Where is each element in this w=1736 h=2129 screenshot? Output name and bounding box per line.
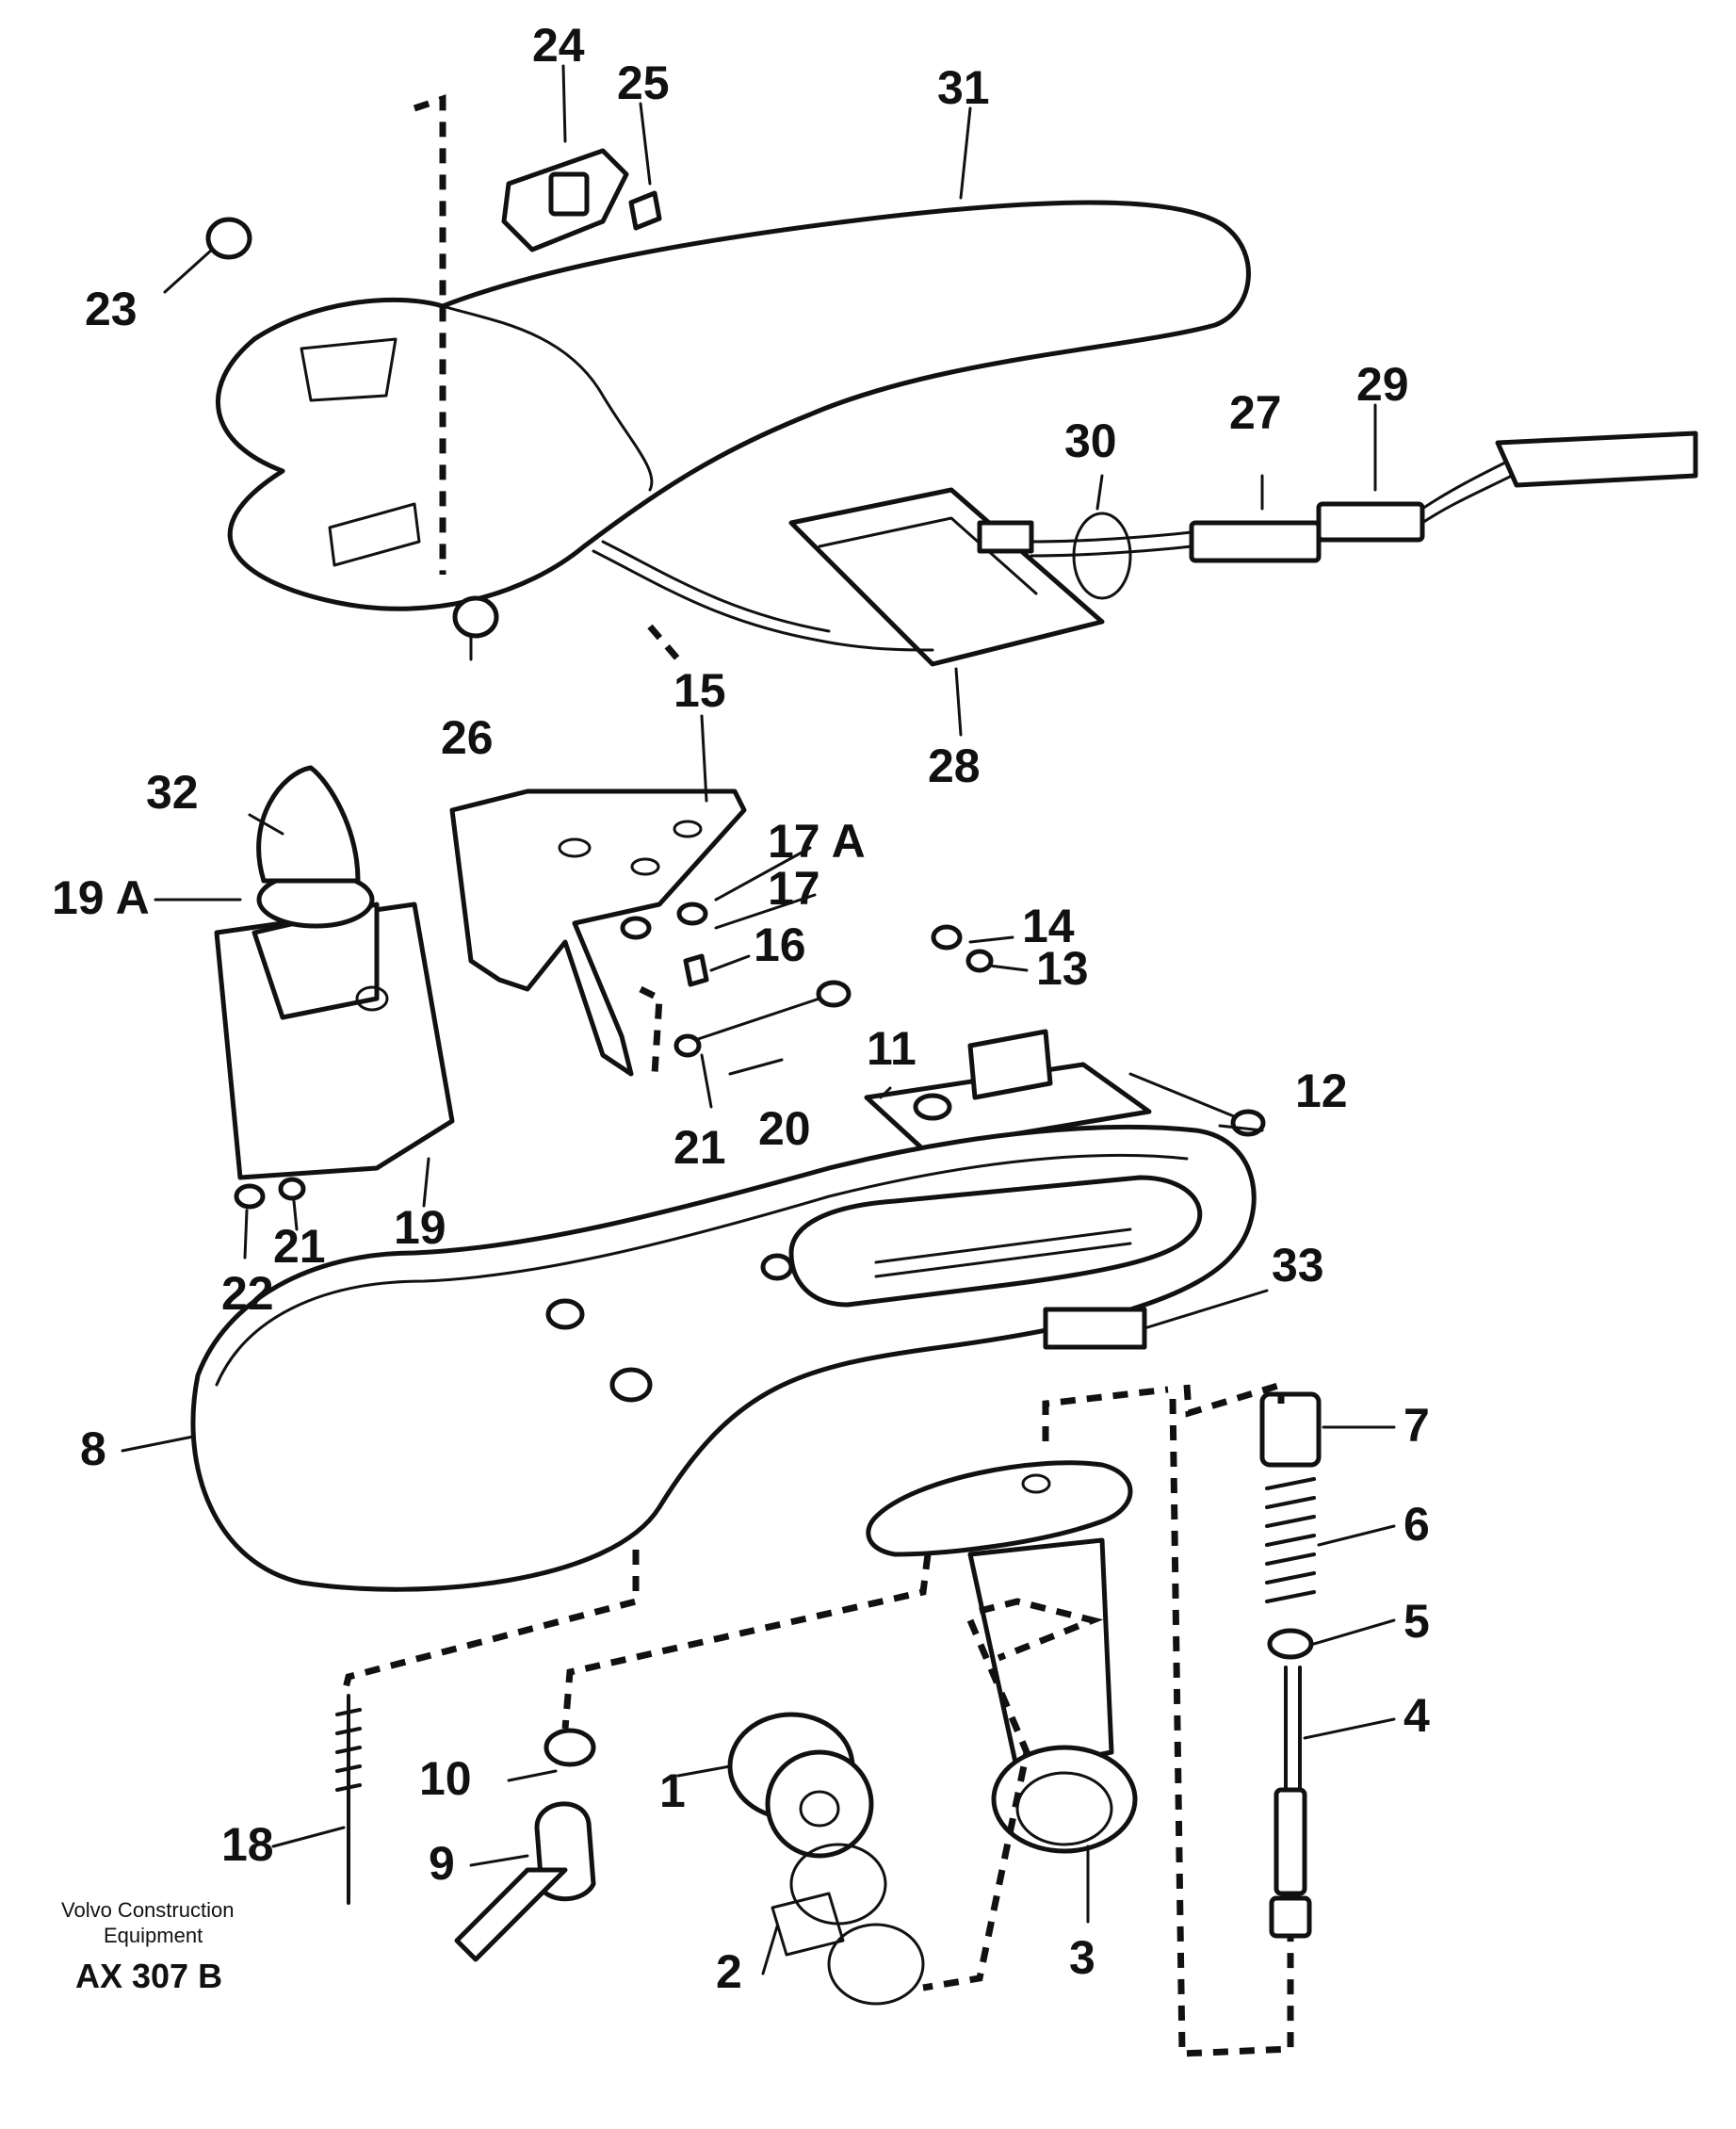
callout-3: 3 <box>1069 1931 1095 1984</box>
lever-part <box>335 1694 596 1962</box>
company-line-2: Equipment <box>104 1924 203 1947</box>
callout-17a: 17 A <box>768 815 866 868</box>
callout-2: 2 <box>716 1945 742 1998</box>
spring-assembly-part <box>1259 1391 1322 1939</box>
callout-26: 26 <box>441 711 494 764</box>
callout-4: 4 <box>1403 1689 1430 1742</box>
callout-19: 19 <box>394 1201 446 1254</box>
callout-28: 28 <box>928 739 981 792</box>
callout-labels: 1 2 3 4 5 6 7 8 9 10 11 12 13 14 15 16 1… <box>52 19 1430 1998</box>
callout-32: 32 <box>146 766 199 819</box>
footer-block: Volvo Construction Equipment AX 307 B <box>61 1898 234 1995</box>
callout-20: 20 <box>758 1102 811 1155</box>
callout-17: 17 <box>768 862 820 915</box>
callout-21a: 21 <box>673 1121 726 1174</box>
callout-6: 6 <box>1403 1498 1430 1551</box>
armrest-cover-part <box>216 200 1251 611</box>
mounting-bracket-part <box>866 1460 1138 1854</box>
callout-5: 5 <box>1403 1595 1430 1648</box>
callout-27: 27 <box>1229 386 1282 439</box>
base-tray-part <box>190 1124 1257 1592</box>
leader-lines <box>121 64 1396 1975</box>
callout-19a: 19 A <box>52 871 150 924</box>
callout-12: 12 <box>1295 1064 1348 1117</box>
callout-22: 22 <box>221 1267 274 1320</box>
callout-21b: 21 <box>273 1220 326 1273</box>
callout-25: 25 <box>617 57 670 109</box>
callout-11: 11 <box>867 1022 917 1075</box>
drawing-code: AX 307 B <box>75 1957 222 1995</box>
bushing-part <box>727 1712 925 2006</box>
callout-8: 8 <box>80 1422 106 1475</box>
fastener-parts <box>234 902 1266 1210</box>
bracket-part <box>449 788 747 1077</box>
circuit-board-part <box>592 431 1698 667</box>
callout-33: 33 <box>1272 1239 1324 1292</box>
plate-part <box>864 1029 1152 1152</box>
callout-31: 31 <box>937 61 990 114</box>
company-line-1: Volvo Construction <box>61 1898 234 1922</box>
callout-30: 30 <box>1064 414 1117 467</box>
callout-29: 29 <box>1356 358 1409 411</box>
rocker-switch-part <box>501 148 662 252</box>
callout-16: 16 <box>754 918 806 971</box>
callout-24: 24 <box>532 19 585 72</box>
callout-18: 18 <box>221 1818 274 1871</box>
knob-parts <box>205 217 499 639</box>
callout-23: 23 <box>85 283 138 335</box>
callout-10: 10 <box>419 1752 472 1805</box>
callout-15: 15 <box>673 664 726 717</box>
control-lever-part <box>214 765 455 1180</box>
callout-9: 9 <box>429 1837 455 1890</box>
callout-7: 7 <box>1403 1399 1430 1452</box>
callout-13: 13 <box>1036 942 1089 995</box>
callout-1: 1 <box>659 1764 686 1817</box>
callout-14: 14 <box>1022 900 1075 952</box>
assembly-guide-lines <box>340 94 1294 2057</box>
